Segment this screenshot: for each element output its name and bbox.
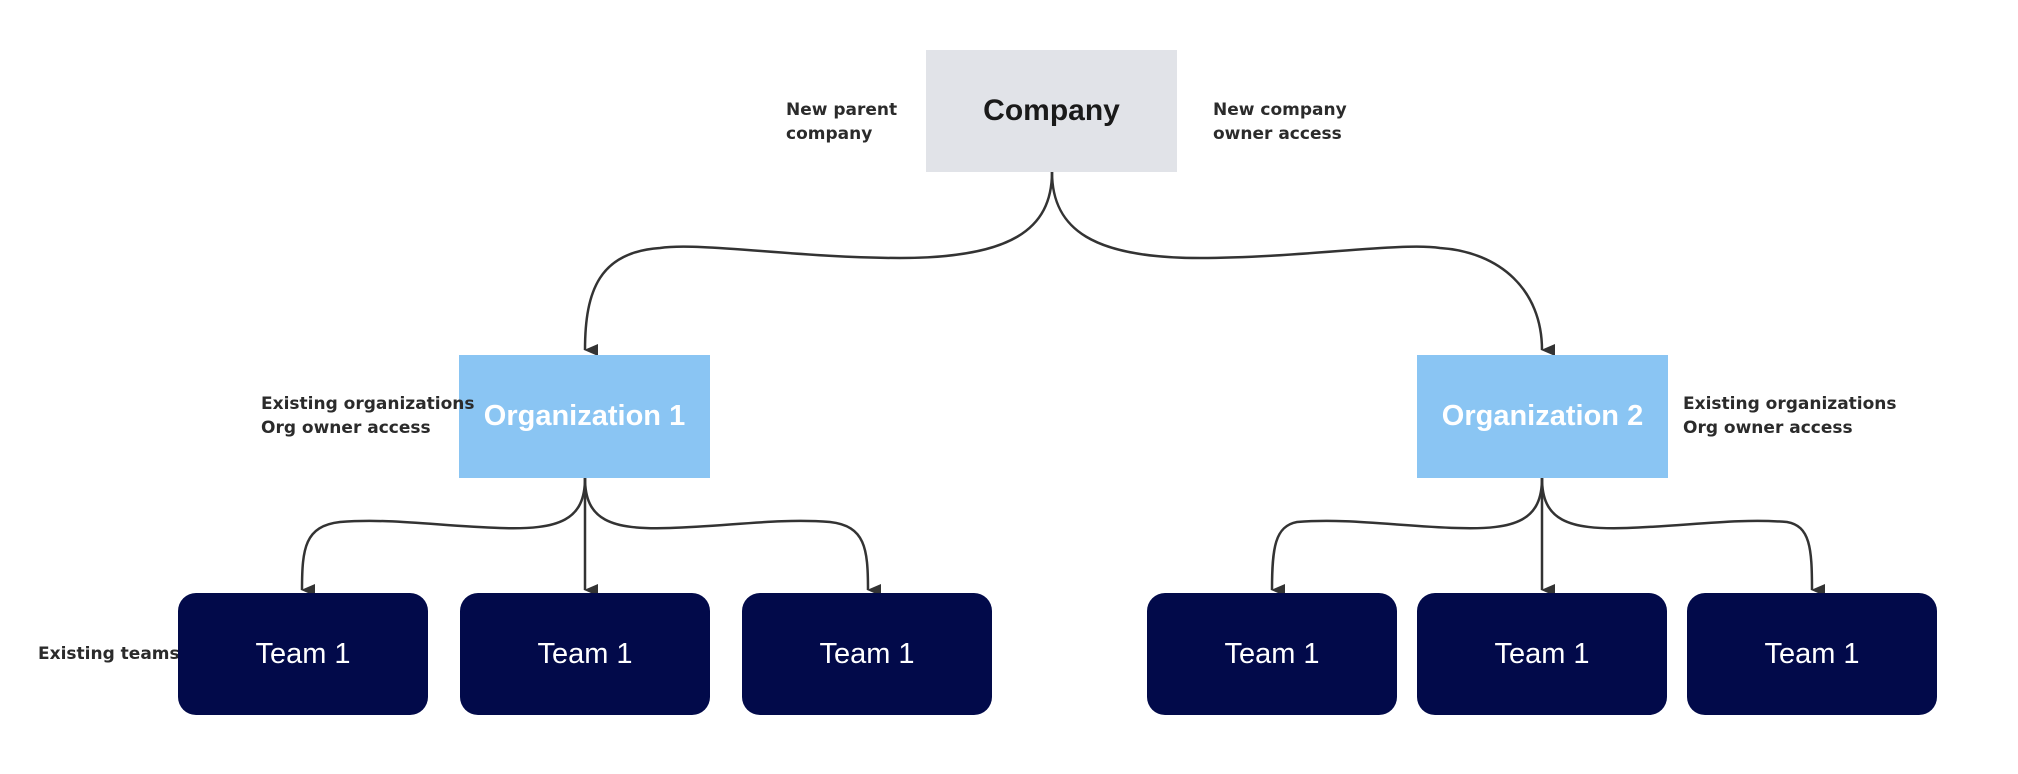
company-label: Company [983, 94, 1120, 127]
team-node-1: Team 1 [178, 593, 428, 715]
connector-org2-team6 [1540, 477, 1826, 596]
company-note-left: New parent company [786, 98, 897, 146]
connector-company-org2 [1050, 171, 1556, 356]
team-node-4: Team 1 [1147, 593, 1397, 715]
team-node-2: Team 1 [460, 593, 710, 715]
organization-note-1: Existing organizations Org owner access [261, 392, 475, 440]
connector-org2-team4 [1270, 477, 1544, 597]
organization-note-line2: Org owner access [1683, 418, 1853, 438]
company-note-right-line1: New company [1213, 100, 1347, 120]
team-label: Team 1 [255, 637, 351, 670]
team-node-6: Team 1 [1687, 593, 1937, 715]
team-label: Team 1 [537, 637, 633, 670]
company-node: Company [926, 50, 1177, 172]
organization-note-line1: Existing organizations [261, 394, 475, 414]
team-label: Team 1 [1494, 637, 1590, 670]
organization-note-2: Existing organizations Org owner access [1683, 392, 1897, 440]
company-note-right-line2: owner access [1213, 124, 1342, 144]
connector-company-org1 [583, 171, 1054, 357]
connector-org1-team1 [300, 477, 587, 597]
team-label: Team 1 [1224, 637, 1320, 670]
organization-note-line1: Existing organizations [1683, 394, 1897, 414]
teams-note: Existing teams [38, 642, 180, 666]
teams-note-text: Existing teams [38, 644, 180, 664]
organization-node-1: Organization 1 [459, 355, 710, 478]
team-node-5: Team 1 [1417, 593, 1667, 715]
organization-note-line2: Org owner access [261, 418, 431, 438]
connector-org1-team3 [583, 477, 882, 596]
team-label: Team 1 [819, 637, 915, 670]
company-note-left-line2: company [786, 124, 873, 144]
organization-label: Organization 1 [483, 400, 686, 432]
organization-node-2: Organization 2 [1417, 355, 1668, 478]
company-note-left-line1: New parent [786, 100, 898, 120]
organization-label: Organization 2 [1441, 400, 1644, 432]
company-note-right: New company owner access [1213, 98, 1347, 146]
team-label: Team 1 [1764, 637, 1860, 670]
team-node-3: Team 1 [742, 593, 992, 715]
